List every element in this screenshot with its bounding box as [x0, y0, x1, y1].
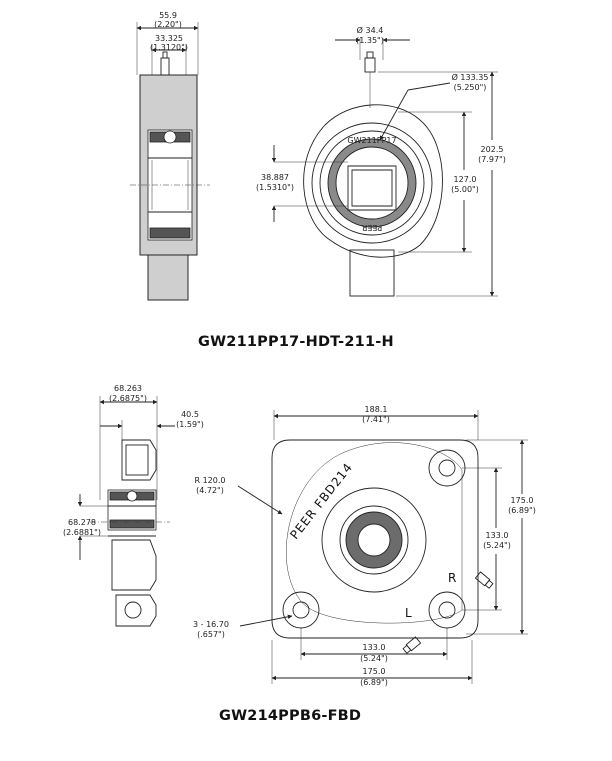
top-drawing-title: GW211PP17-HDT-211-H [198, 334, 394, 350]
bottom-left-mark: L [405, 606, 413, 620]
bottom-bolt-vertical-mm: 133.0 [486, 531, 509, 540]
top-side-section-view [130, 22, 210, 301]
bottom-radius-in: (4.72") [196, 486, 224, 495]
bottom-flange-width-mm: 40.5 [181, 410, 199, 419]
bottom-bolt-horizontal-mm: 133.0 [363, 643, 386, 652]
top-center-height-mm: 127.0 [454, 175, 477, 184]
top-overall-height-mm: 202.5 [481, 145, 504, 154]
bottom-right-height-mm: 175.0 [511, 496, 534, 505]
bottom-right-mark: R [448, 571, 457, 585]
top-housing-marking: GW211PP17 [347, 136, 396, 145]
top-bore-in: (1.5310") [256, 183, 294, 192]
top-center-height-in: (5.00") [451, 185, 479, 194]
bottom-overall-width-mm: 68.263 [114, 384, 142, 393]
top-stem-dia-mm: Ø 34.4 [357, 25, 384, 35]
bottom-top-width-in: (7.41") [362, 415, 390, 424]
bottom-front-view [271, 410, 494, 654]
top-overall-width-mm: 55.9 [159, 11, 177, 20]
top-stem-dia-in: (1.35") [356, 36, 384, 45]
bottom-bolt-horizontal-in: (5.24") [360, 654, 388, 663]
bottom-bolt-holes-mm: 3 - 16.70 [193, 620, 229, 629]
top-overall-width-in: (2.20") [154, 20, 182, 29]
bottom-side-section-view [77, 396, 175, 627]
top-bore-mm: 38.887 [261, 173, 289, 182]
top-overall-height-in: (7.97") [478, 155, 506, 164]
top-inner-width-mm: 33.325 [155, 34, 183, 43]
bottom-bore-mm: 68.278 [68, 518, 96, 527]
top-flange-dia-mm: Ø 133.35 [452, 72, 489, 82]
bottom-overall-width-in: (2.6875") [109, 394, 147, 403]
top-front-view [303, 37, 443, 297]
top-housing-marking-bottom: PEER [361, 223, 382, 232]
bottom-bolt-holes-in: (.657") [197, 630, 225, 639]
bottom-bottom-width-in: (6.89") [360, 678, 388, 687]
bottom-bottom-width-mm: 175.0 [363, 667, 386, 676]
top-flange-dia-in: (5.250") [454, 83, 487, 92]
bottom-flange-width-in: (1.59") [176, 420, 204, 429]
top-inner-width-in: (1.3120") [150, 43, 188, 52]
bottom-radius-mm: R 120.0 [194, 476, 225, 485]
bottom-top-width-mm: 188.1 [365, 405, 388, 414]
bottom-bore-in: (2.6881") [63, 528, 101, 537]
bottom-right-height-in: (6.89") [508, 506, 536, 515]
bottom-bolt-vertical-in: (5.24") [483, 541, 511, 550]
bottom-drawing-title: GW214PPB6-FBD [219, 708, 362, 724]
